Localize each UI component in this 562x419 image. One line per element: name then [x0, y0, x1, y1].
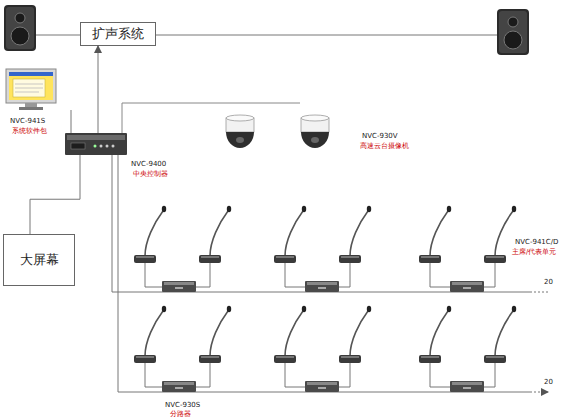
camera-model: NVC-930V: [362, 133, 398, 140]
unit-count: 20: [544, 279, 553, 286]
connector-line: [30, 155, 80, 234]
node-text: 系统软件包: [12, 128, 47, 135]
node-text: 中央控制器: [133, 171, 168, 178]
splitter-name: 分路器: [170, 411, 191, 418]
unit-name: 主席/代表单元: [512, 249, 556, 256]
central-controller: NVC-9400中央控制器: [65, 133, 127, 155]
unit-count: 20: [544, 379, 553, 386]
node-text: 大屏幕: [20, 251, 59, 269]
monitor-drawing: [5, 68, 57, 110]
controller-drawing: [65, 133, 127, 155]
connector-line: [71, 110, 72, 133]
software-monitor: NVC-941S系统软件包: [5, 68, 57, 110]
screen-box: 大屏幕: [3, 234, 75, 286]
connector-line: [98, 46, 99, 133]
camera-name: 高速云台摄像机: [360, 143, 409, 150]
node-text: NVC-9400: [131, 161, 166, 168]
system-box: 扩声系统: [80, 22, 156, 46]
node-text: NVC-941S: [10, 118, 45, 125]
node-text: 扩声系统: [92, 25, 144, 43]
unit-model: NVC-941C/D: [515, 239, 558, 246]
splitter-model: NVC-930S: [165, 402, 200, 409]
